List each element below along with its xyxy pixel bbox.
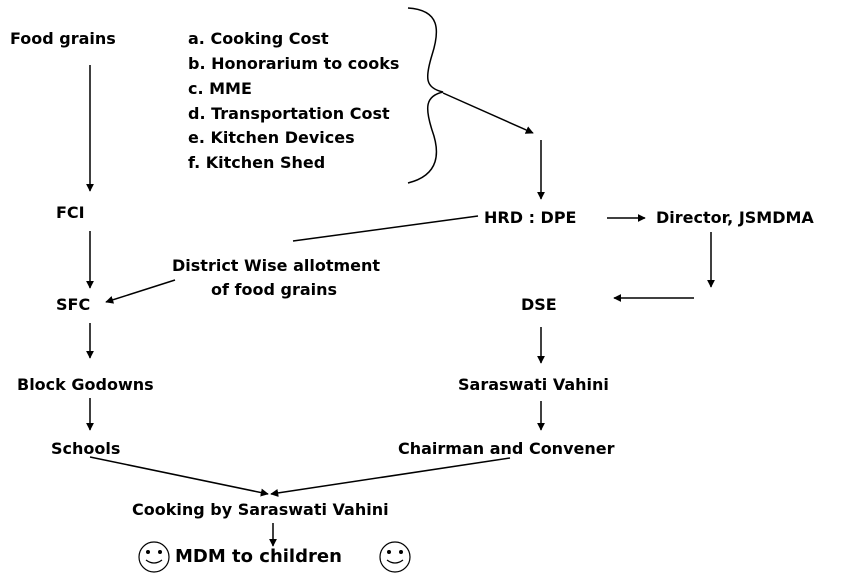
node-director: Director, JSMDMA xyxy=(656,208,814,227)
cost-item: e. Kitchen Devices xyxy=(188,128,355,147)
node-sfc: SFC xyxy=(56,295,91,314)
cost-item: c. MME xyxy=(188,79,252,98)
node-district-allotment-line2: of food grains xyxy=(211,280,338,299)
cost-item: a. Cooking Cost xyxy=(188,29,329,48)
node-chairman: Chairman and Convener xyxy=(398,439,615,458)
smiley-face-icon xyxy=(379,541,411,573)
node-mdm: MDM to children xyxy=(175,546,342,567)
arrow-costs-to-hrd xyxy=(442,92,534,134)
arrow-schools-to-cooking xyxy=(89,456,269,497)
arrow-chairman-to-cooking xyxy=(270,457,511,497)
node-fci: FCI xyxy=(56,203,85,222)
node-district-allotment-line1: District Wise allotment xyxy=(172,256,381,275)
node-hrd-dpe: HRD : DPE xyxy=(484,208,577,227)
node-block-godowns: Block Godowns xyxy=(17,375,154,394)
node-food-grains: Food grains xyxy=(10,29,116,48)
line-hrd-to-district-allotment xyxy=(292,215,479,242)
node-cooking: Cooking by Saraswati Vahini xyxy=(132,500,389,519)
cost-bracket xyxy=(407,7,444,184)
cost-item: f. Kitchen Shed xyxy=(188,153,326,172)
smiley-face-icon xyxy=(138,541,170,573)
node-schools: Schools xyxy=(51,439,121,458)
node-saraswati-vahini: Saraswati Vahini xyxy=(458,375,609,394)
arrow-district-allotment-to-sfc xyxy=(105,279,176,304)
cost-item: b. Honorarium to cooks xyxy=(188,54,400,73)
cost-item: d. Transportation Cost xyxy=(188,104,390,123)
node-dse: DSE xyxy=(521,295,557,314)
